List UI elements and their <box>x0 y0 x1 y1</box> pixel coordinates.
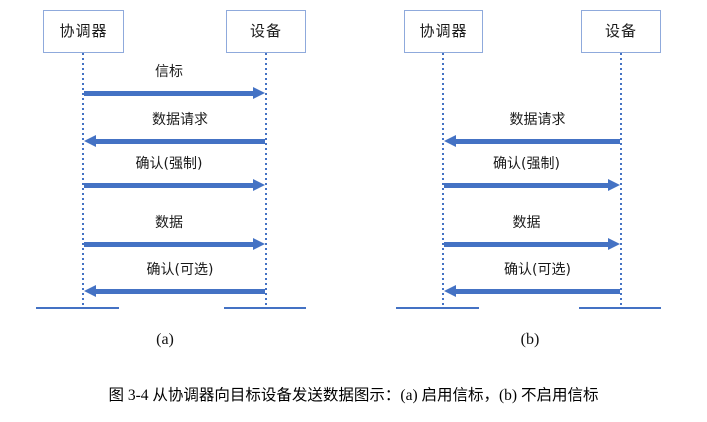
actor-box-coordinator-b: 协调器 <box>404 10 483 53</box>
arrowhead-left-icon <box>444 285 456 297</box>
message-label: 信标 <box>155 64 183 80</box>
arrowhead-right-icon <box>253 238 265 250</box>
message-label: 数据 <box>512 215 541 231</box>
message-shaft <box>455 289 620 294</box>
lifeline-device-b <box>620 53 622 308</box>
message-shaft <box>444 242 609 247</box>
figure-caption: 图 3-4 从协调器向目标设备发送数据图示：(a) 启用信标，(b) 不启用信标 <box>108 387 599 404</box>
message-label: 数据请求 <box>509 112 566 128</box>
message-label: 确认(强制) <box>493 156 560 172</box>
message-label: 确认(可选) <box>504 262 571 278</box>
message-shaft <box>84 242 254 247</box>
terminator-device-b <box>579 307 661 309</box>
subcaption-a: (a) <box>156 331 174 348</box>
arrowhead-right-icon <box>608 179 620 191</box>
message-label: 数据请求 <box>152 112 208 128</box>
actor-box-device-b: 设备 <box>581 10 661 53</box>
arrowhead-right-icon <box>253 87 265 99</box>
arrowhead-left-icon <box>84 135 96 147</box>
arrowhead-right-icon <box>253 179 265 191</box>
message-label: 数据 <box>155 215 183 231</box>
panel-a: 协调器 设备 信标 数据请求 确认(强制) 数据 <box>0 0 353 370</box>
message-shaft <box>84 91 254 96</box>
terminator-coordinator-a <box>36 307 119 309</box>
arrowhead-left-icon <box>444 135 456 147</box>
actor-box-coordinator-a: 协调器 <box>43 10 124 53</box>
terminator-device-a <box>224 307 306 309</box>
message-shaft <box>84 183 254 188</box>
actor-box-device-a: 设备 <box>226 10 306 53</box>
arrowhead-left-icon <box>84 285 96 297</box>
subcaption-b: (b) <box>520 331 540 348</box>
lifeline-coordinator-a <box>82 53 84 308</box>
message-shaft <box>455 139 620 144</box>
message-shaft <box>95 139 265 144</box>
arrowhead-right-icon <box>608 238 620 250</box>
message-label: 确认(可选) <box>146 262 214 278</box>
terminator-coordinator-b <box>396 307 479 309</box>
lifeline-device-a <box>265 53 267 308</box>
panel-b: 协调器 设备 数据请求 确认(强制) 数据 确认(可选) <box>354 0 707 370</box>
lifeline-coordinator-b <box>442 53 444 308</box>
message-shaft <box>444 183 609 188</box>
message-shaft <box>95 289 265 294</box>
message-label: 确认(强制) <box>135 156 203 172</box>
